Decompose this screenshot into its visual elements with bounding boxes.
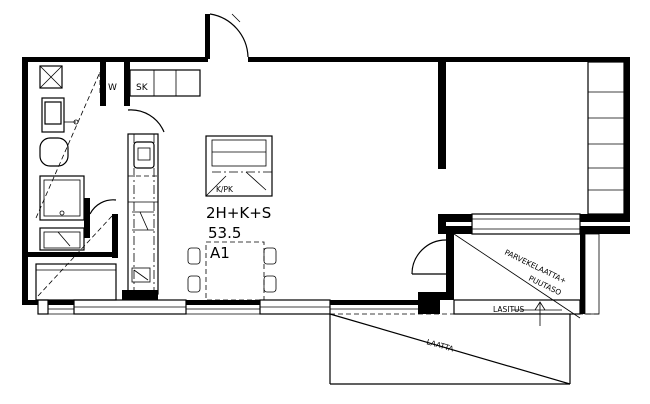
tiles-label: LAATTA (425, 337, 455, 354)
dining-table (187, 241, 277, 301)
washing-machine-label: W (108, 83, 117, 93)
bedroom-walls (438, 57, 630, 292)
kitchen-label: K/PK (216, 185, 234, 194)
wardrobe (587, 61, 625, 215)
apartment-area: 53.5 (208, 224, 241, 242)
utility-area (28, 175, 118, 301)
sauna-label: SK (136, 83, 149, 93)
bedroom-door (411, 239, 447, 275)
apartment-type: 2H+K+S (206, 204, 271, 222)
balcony (329, 233, 600, 385)
apartment-unit: A1 (210, 244, 230, 262)
bathroom-block (35, 62, 201, 219)
bottom-window-wall (37, 292, 454, 315)
kitchen-column (122, 133, 159, 300)
glazing-label: LASITUS (493, 305, 525, 314)
kitchen-island (205, 135, 273, 197)
exterior-walls (22, 57, 630, 305)
entrance-door (205, 13, 249, 59)
